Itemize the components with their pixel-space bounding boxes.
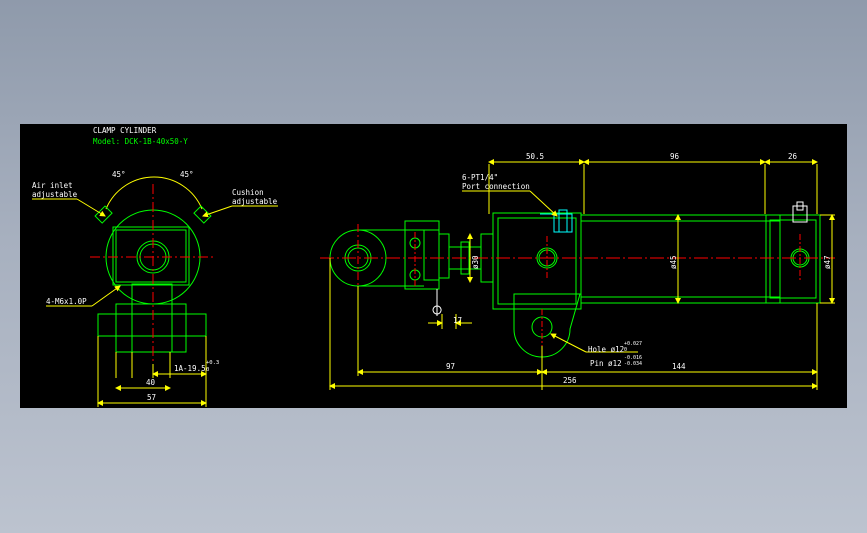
drawing-title: CLAMP CYLINDER xyxy=(93,126,157,135)
port-label-2: Port connection xyxy=(462,182,530,191)
air-inlet-label: Air inlet xyxy=(32,181,73,190)
pin-label: Pin ø12 xyxy=(590,359,622,368)
side-view: 50.5 96 26 6-PT1/4" Port connection ø30 … xyxy=(320,152,835,390)
cad-drawing: CLAMP CYLINDER Model: DCK-1B-40x50-Y 45°… xyxy=(32,126,835,407)
dim-phi-30-label: ø30 xyxy=(471,255,480,269)
cad-viewport[interactable]: CLAMP CYLINDER Model: DCK-1B-40x50-Y 45°… xyxy=(20,124,847,408)
pin-tol-lower: -0.034 xyxy=(624,361,642,367)
dim-144-label: 144 xyxy=(672,362,686,371)
hole-tol-lower: 0 xyxy=(624,347,627,353)
dim-17-label: 17 xyxy=(453,316,462,325)
thread-label: 4-M6x1.0P xyxy=(46,297,87,306)
cushion-adjuster xyxy=(193,205,212,224)
end-view-block xyxy=(112,226,190,286)
hole-tol-upper: +0.027 xyxy=(624,341,642,347)
hole-label: Hole ø12 xyxy=(588,345,624,354)
air-inlet-label-2: adjustable xyxy=(32,190,78,199)
angle-left-label: 45° xyxy=(112,170,126,179)
angle-arc xyxy=(105,176,203,210)
dim-97-label: 97 xyxy=(446,362,455,371)
dim-256-label: 256 xyxy=(563,376,577,385)
dim-40-label: 40 xyxy=(146,378,156,387)
dim-96-label: 96 xyxy=(670,152,680,161)
dim-1a-tol-upper: +0.3 xyxy=(206,360,219,366)
clevis-block xyxy=(404,220,440,290)
cushion-needle xyxy=(792,205,808,223)
rear-clevis xyxy=(513,293,581,358)
cylinder-barrel xyxy=(580,214,781,304)
dim-57-label: 57 xyxy=(147,393,156,402)
cushion-label-2: adjustable xyxy=(232,197,278,206)
port-label: 6-PT1/4" xyxy=(462,173,498,182)
dim-1a-tol-lower: 0 xyxy=(206,367,209,373)
end-view-foot xyxy=(97,313,207,337)
port-fitting xyxy=(553,213,573,233)
cushion-label: Cushion xyxy=(232,188,264,197)
model-number: Model: DCK-1B-40x50-Y xyxy=(93,137,188,146)
dim-26-label: 26 xyxy=(788,152,798,161)
pin-tol-upper: -0.016 xyxy=(624,355,642,361)
dim-phi-45-label: ø45 xyxy=(669,255,678,269)
angle-right-label: 45° xyxy=(180,170,194,179)
dim-1a-label: 1A-19.5 xyxy=(174,364,206,373)
dim-50-5-label: 50.5 xyxy=(526,152,544,161)
dim-phi-47-label: ø47 xyxy=(823,255,832,269)
end-view: 45° 45° Air inlet adjustable Cushion adj… xyxy=(32,170,278,407)
